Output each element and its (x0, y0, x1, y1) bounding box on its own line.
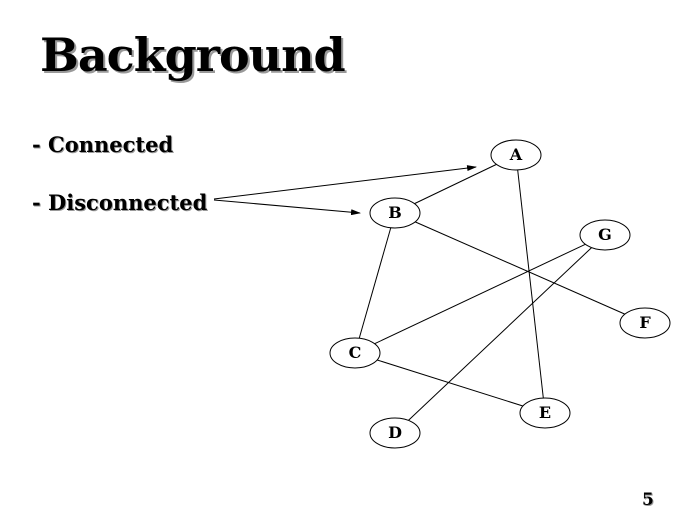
page-number: 5 (642, 490, 654, 510)
node-G: G (579, 219, 631, 251)
node-label: B (388, 203, 402, 222)
node-ellipse (619, 307, 671, 339)
edge-C-E (376, 359, 524, 407)
node-label: C (349, 343, 362, 362)
slide-title: Background (40, 28, 346, 82)
edge-B-F (414, 221, 626, 315)
node-A: A (490, 139, 542, 171)
node-D: D (369, 417, 421, 449)
node-label: E (539, 403, 551, 422)
node-label: G (598, 225, 612, 244)
edge-A-B (414, 163, 497, 205)
node-F: F (619, 307, 671, 339)
node-ellipse (490, 139, 542, 171)
edge-D-G (408, 247, 592, 421)
node-ellipse (329, 337, 381, 369)
node-ellipse (519, 397, 571, 429)
bullet-disconnected: - Disconnected (32, 190, 208, 215)
node-label: D (388, 423, 402, 442)
node-ellipse (579, 219, 631, 251)
edge-C-G (374, 243, 586, 345)
node-label: F (639, 313, 651, 332)
edge-B-C (358, 227, 392, 339)
node-ellipse (369, 417, 421, 449)
bullet-connected: - Connected (32, 132, 174, 157)
edge-A-E (517, 169, 544, 399)
arrow-to-connected-example (213, 165, 477, 200)
arrow-to-disconnected-example (213, 199, 361, 216)
node-B: B (369, 197, 421, 229)
node-label: A (509, 145, 523, 164)
node-ellipse (369, 197, 421, 229)
node-C: C (329, 337, 381, 369)
node-E: E (519, 397, 571, 429)
